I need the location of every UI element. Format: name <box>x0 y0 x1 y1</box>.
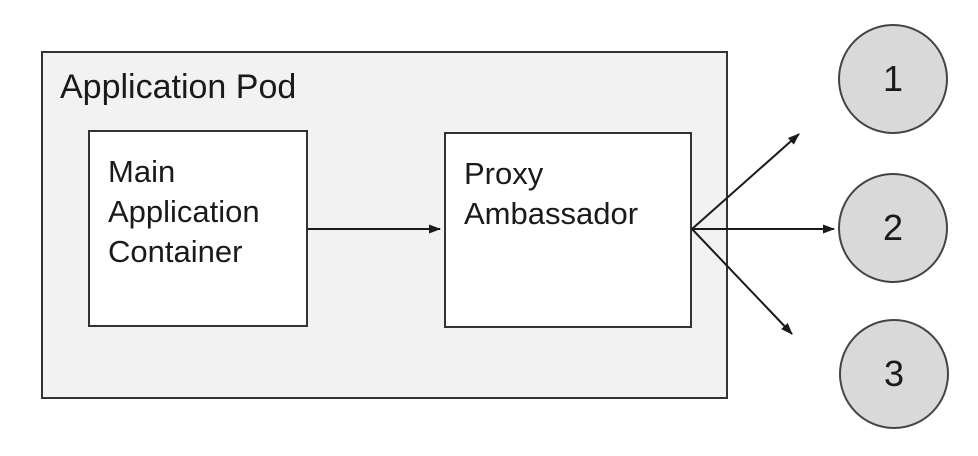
endpoint-circle-2-label: 2 <box>882 207 904 248</box>
endpoint-circle-3: 3 <box>839 319 949 429</box>
endpoint-circle-2: 2 <box>838 173 948 283</box>
node-proxy-ambassador: Proxy Ambassador <box>444 132 692 328</box>
node-main-application-container-label: Main Application Container <box>108 154 260 269</box>
application-pod-label: Application Pod <box>60 68 297 106</box>
endpoint-circle-3-label: 3 <box>883 353 905 394</box>
node-main-application-container: Main Application Container <box>88 130 308 327</box>
endpoint-circle-1-label: 1 <box>882 58 904 99</box>
node-proxy-ambassador-label: Proxy Ambassador <box>464 156 639 231</box>
endpoint-circle-1: 1 <box>838 24 948 134</box>
